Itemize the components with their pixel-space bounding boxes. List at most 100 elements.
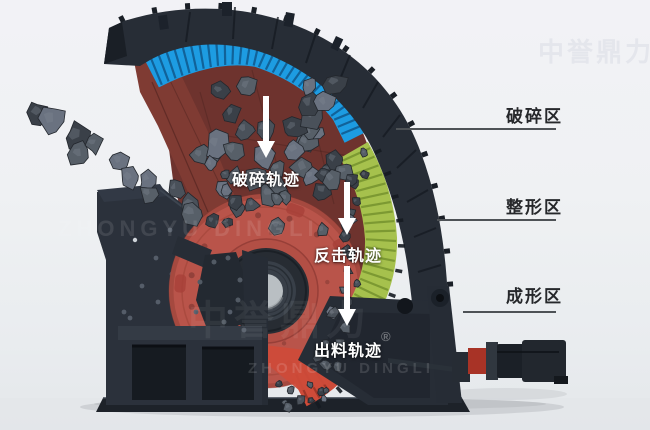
illustration-shape [227,309,233,315]
illustration-shape [322,396,325,399]
illustration-shape [30,105,42,116]
illustration-shape [286,203,305,218]
illustration-shape [283,400,285,404]
illustration-shape [452,352,470,382]
illustration-shape [208,137,218,147]
illustration-shape [388,292,396,299]
illustration-shape [165,51,177,79]
illustration-shape [263,188,273,195]
illustration-shape [68,127,80,140]
illustration-shape [127,315,133,321]
illustration-shape [286,143,298,152]
illustration-shape [389,91,398,100]
illustration-shape [185,11,191,43]
illustration-shape [121,309,127,315]
illustration-shape [361,172,366,176]
illustration-shape [382,114,401,138]
rock [168,179,186,199]
rock [205,212,220,229]
illustration-shape [208,217,214,223]
illustration-shape [406,189,429,203]
illustration-shape [321,360,327,366]
illustration-shape [151,6,158,14]
rock [306,380,314,389]
illustration-shape [189,43,198,71]
trajectory-arrowhead [338,309,356,326]
illustration-shape [170,182,176,190]
illustration-shape [522,340,566,382]
illustration-shape [319,170,327,176]
illustration-shape [420,150,429,158]
illustration-shape [118,15,126,23]
illustration-shape [362,150,365,153]
trajectory-arrowhead [338,218,356,235]
illustration-shape [334,363,338,367]
trajectory-label-discharge: 出料轨迹 [314,343,383,360]
rock [321,75,349,96]
illustration-shape [397,298,413,314]
rock [220,183,233,197]
rock [345,249,356,262]
zone-label-crushing: 破碎区 [506,107,563,126]
illustration-shape [113,155,121,164]
illustration-shape [317,185,325,192]
illustration-shape [362,269,392,282]
rock [283,139,306,161]
illustration-shape [255,150,265,161]
rock [307,397,316,404]
rock [322,168,341,191]
illustration-shape [407,119,416,128]
illustration-shape [365,229,396,233]
illustration-shape [394,268,403,274]
rock [206,128,231,160]
rock [282,402,294,413]
illustration-shape [271,16,279,50]
illustration-shape [300,137,307,144]
illustration-shape [174,274,187,293]
illustration-shape [255,212,262,219]
illustration-shape [283,12,295,28]
illustration-shape [329,309,335,315]
illustration-shape [443,248,451,254]
illustration-shape [272,222,279,227]
illustration-shape [323,340,328,344]
illustration-shape [207,159,212,165]
illustration-shape [357,285,386,301]
illustration-shape [256,344,338,391]
illustration-shape [157,54,170,82]
illustration-shape [155,299,161,305]
rock [66,140,89,166]
illustration-shape [436,294,444,302]
rock [204,154,218,172]
rock [139,186,160,205]
illustration-shape [330,36,344,52]
illustration-shape [221,319,227,325]
rock [269,160,285,178]
illustration-shape [123,171,132,181]
illustration-shape [413,227,437,238]
illustration-shape [132,237,138,243]
illustration-shape [396,218,404,223]
illustration-shape [237,124,246,132]
illustration-shape [172,236,212,268]
illustration-shape [365,246,396,253]
illustration-shape [286,121,295,130]
trajectory-label-impact: 反击轨迹 [314,248,383,265]
illustration-shape [188,303,195,310]
illustration-shape [139,283,145,289]
illustration-shape [324,388,326,391]
rock [351,196,361,207]
illustration-shape [360,200,391,209]
illustration-shape [325,171,334,181]
rock [221,217,234,229]
illustration-shape [486,342,498,380]
rock [253,143,276,171]
rock [234,119,256,141]
illustration-shape [554,376,568,384]
rock [84,132,104,156]
illustration-shape [438,215,446,222]
trajectory-arrow [263,96,269,142]
illustration-shape [336,339,342,343]
illustration-shape [362,210,393,217]
illustration-shape [225,255,231,261]
